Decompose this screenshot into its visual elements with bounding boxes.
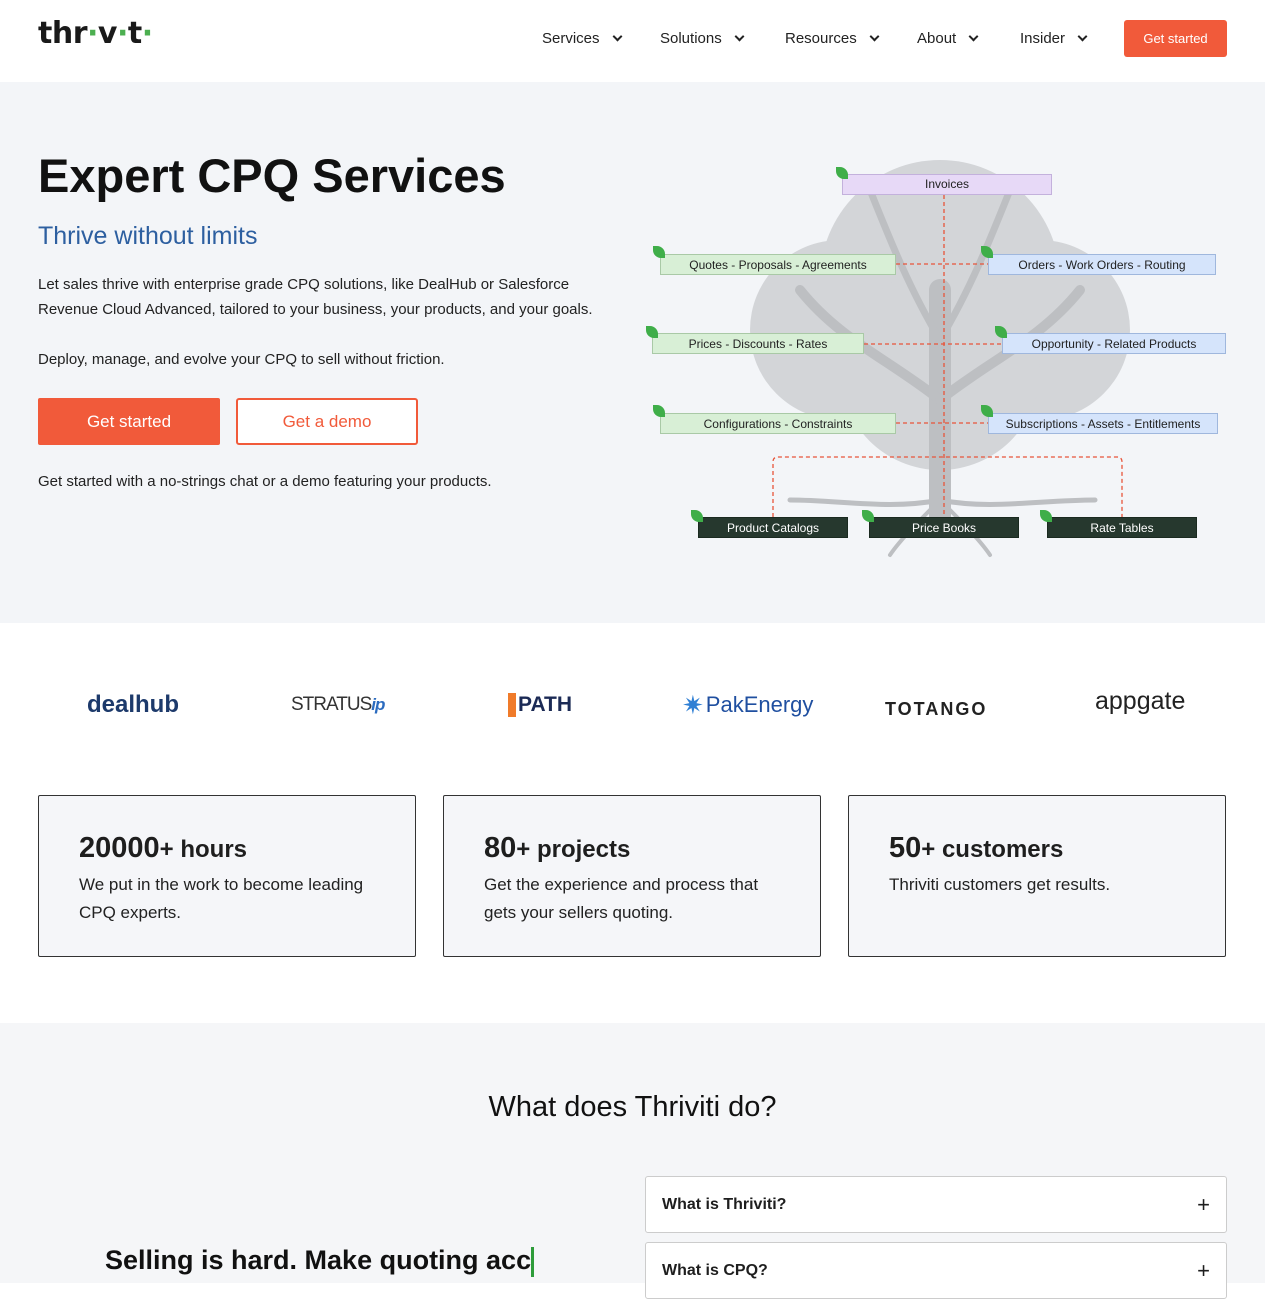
diagram-root-node: Price Books	[869, 517, 1019, 538]
stat-description: Get the experience and process that gets…	[484, 875, 759, 922]
logo-text: PakEnergy	[705, 692, 814, 717]
chevron-down-icon	[734, 31, 745, 42]
faq-question: What is CPQ?	[662, 1261, 768, 1279]
faq-question: What is Thriviti?	[662, 1195, 787, 1213]
stat-unit: + projects	[516, 836, 631, 863]
get-demo-button[interactable]: Get a demo	[236, 398, 418, 445]
nav-resources[interactable]: Resources	[785, 30, 880, 47]
stat-number: 80	[484, 832, 517, 864]
stat-unit: + customers	[921, 836, 1064, 863]
typing-headline: Selling is hard. Make quoting acc	[105, 1245, 535, 1277]
nav-solutions[interactable]: Solutions	[660, 30, 745, 47]
ipath-mark-icon	[508, 693, 516, 717]
hero-tagline: Deploy, manage, and evolve your CPQ to s…	[38, 351, 445, 368]
logo-text: ip	[371, 695, 385, 714]
leaf-icon	[646, 326, 658, 338]
plus-icon: +	[1197, 1257, 1210, 1283]
text-cursor	[531, 1246, 535, 1277]
faq-item-what-is-cpq[interactable]: What is CPQ? +	[645, 1242, 1227, 1299]
leaf-icon	[862, 510, 874, 522]
diagram-node: Configurations - Constraints	[660, 413, 896, 434]
diagram-root-node: Product Catalogs	[698, 517, 848, 538]
totango-logo: TOTANGO	[885, 698, 988, 719]
logo-text: PATH	[518, 693, 573, 716]
plus-icon: +	[1197, 1191, 1210, 1217]
pakenergy-logo: ✷PakEnergy	[682, 680, 813, 730]
stat-number: 50	[889, 832, 922, 864]
stat-unit: + hours	[159, 836, 248, 863]
nav-about[interactable]: About	[917, 30, 979, 47]
logo-text: STRATUS	[291, 694, 372, 715]
nav-label: Resources	[785, 30, 857, 47]
stat-description: Thriviti customers get results.	[889, 875, 1111, 894]
chevron-down-icon	[1077, 31, 1088, 42]
faq-item-what-is-thriviti[interactable]: What is Thriviti? +	[645, 1176, 1227, 1233]
chevron-down-icon	[869, 31, 880, 42]
stat-number: 20000	[79, 832, 160, 864]
stat-card-hours: 20000+ hours We put in the work to become…	[38, 795, 416, 957]
nav-label: Services	[542, 30, 600, 47]
leaf-icon	[691, 510, 703, 522]
cpq-tree-diagram: Invoices Quotes - Proposals - Agreements…	[640, 140, 1240, 560]
leaf-icon	[1040, 510, 1052, 522]
hero-description: Let sales thrive with enterprise grade C…	[38, 276, 593, 318]
ipath-logo: PATH	[508, 680, 572, 730]
nav-insider[interactable]: Insider	[1020, 30, 1088, 47]
diagram-node: Quotes - Proposals - Agreements	[660, 254, 896, 275]
diagram-node: Subscriptions - Assets - Entitlements	[988, 413, 1218, 434]
chevron-down-icon	[612, 31, 622, 42]
leaf-icon	[653, 405, 665, 417]
header-get-started-button[interactable]: Get started	[1124, 20, 1227, 57]
tree-illustration	[750, 160, 1130, 557]
typing-text: Selling is hard. Make quoting acc	[105, 1245, 532, 1275]
leaf-icon	[995, 326, 1007, 338]
stat-description: We put in the work to become leading CPQ…	[79, 875, 364, 922]
site-header: thr·v·t· Services Solutions Resources Ab…	[0, 0, 1265, 82]
dealhub-logo: dealhub	[87, 691, 180, 718]
nav-label: Solutions	[660, 30, 722, 47]
chevron-down-icon	[968, 31, 979, 42]
what-we-do-section: What does Thriviti do?	[0, 1023, 1265, 1283]
diagram-root-node: Rate Tables	[1047, 517, 1197, 538]
thriviti-logo[interactable]: thr·v·t·	[38, 16, 153, 51]
hero-note: Get started with a no-strings chat or a …	[38, 473, 492, 490]
page-title: Expert CPQ Services	[38, 149, 506, 202]
leaf-icon	[981, 405, 993, 417]
nav-label: Insider	[1020, 30, 1066, 47]
leaf-icon	[981, 246, 993, 258]
nav-label: About	[917, 30, 957, 47]
get-started-button[interactable]: Get started	[38, 398, 220, 445]
leaf-icon	[653, 246, 665, 258]
leaf-icon	[836, 167, 848, 179]
nav-services[interactable]: Services	[542, 30, 622, 47]
star-icon: ✷	[682, 689, 704, 720]
diagram-node-invoices: Invoices	[842, 174, 1052, 195]
diagram-node: Orders - Work Orders - Routing	[988, 254, 1216, 275]
diagram-node: Prices - Discounts - Rates	[652, 333, 864, 354]
diagram-node: Opportunity - Related Products	[1002, 333, 1226, 354]
hero-subtitle: Thrive without limits	[38, 222, 258, 250]
appgate-logo: appgate	[1095, 686, 1186, 715]
section-title: What does Thriviti do?	[488, 1091, 777, 1123]
